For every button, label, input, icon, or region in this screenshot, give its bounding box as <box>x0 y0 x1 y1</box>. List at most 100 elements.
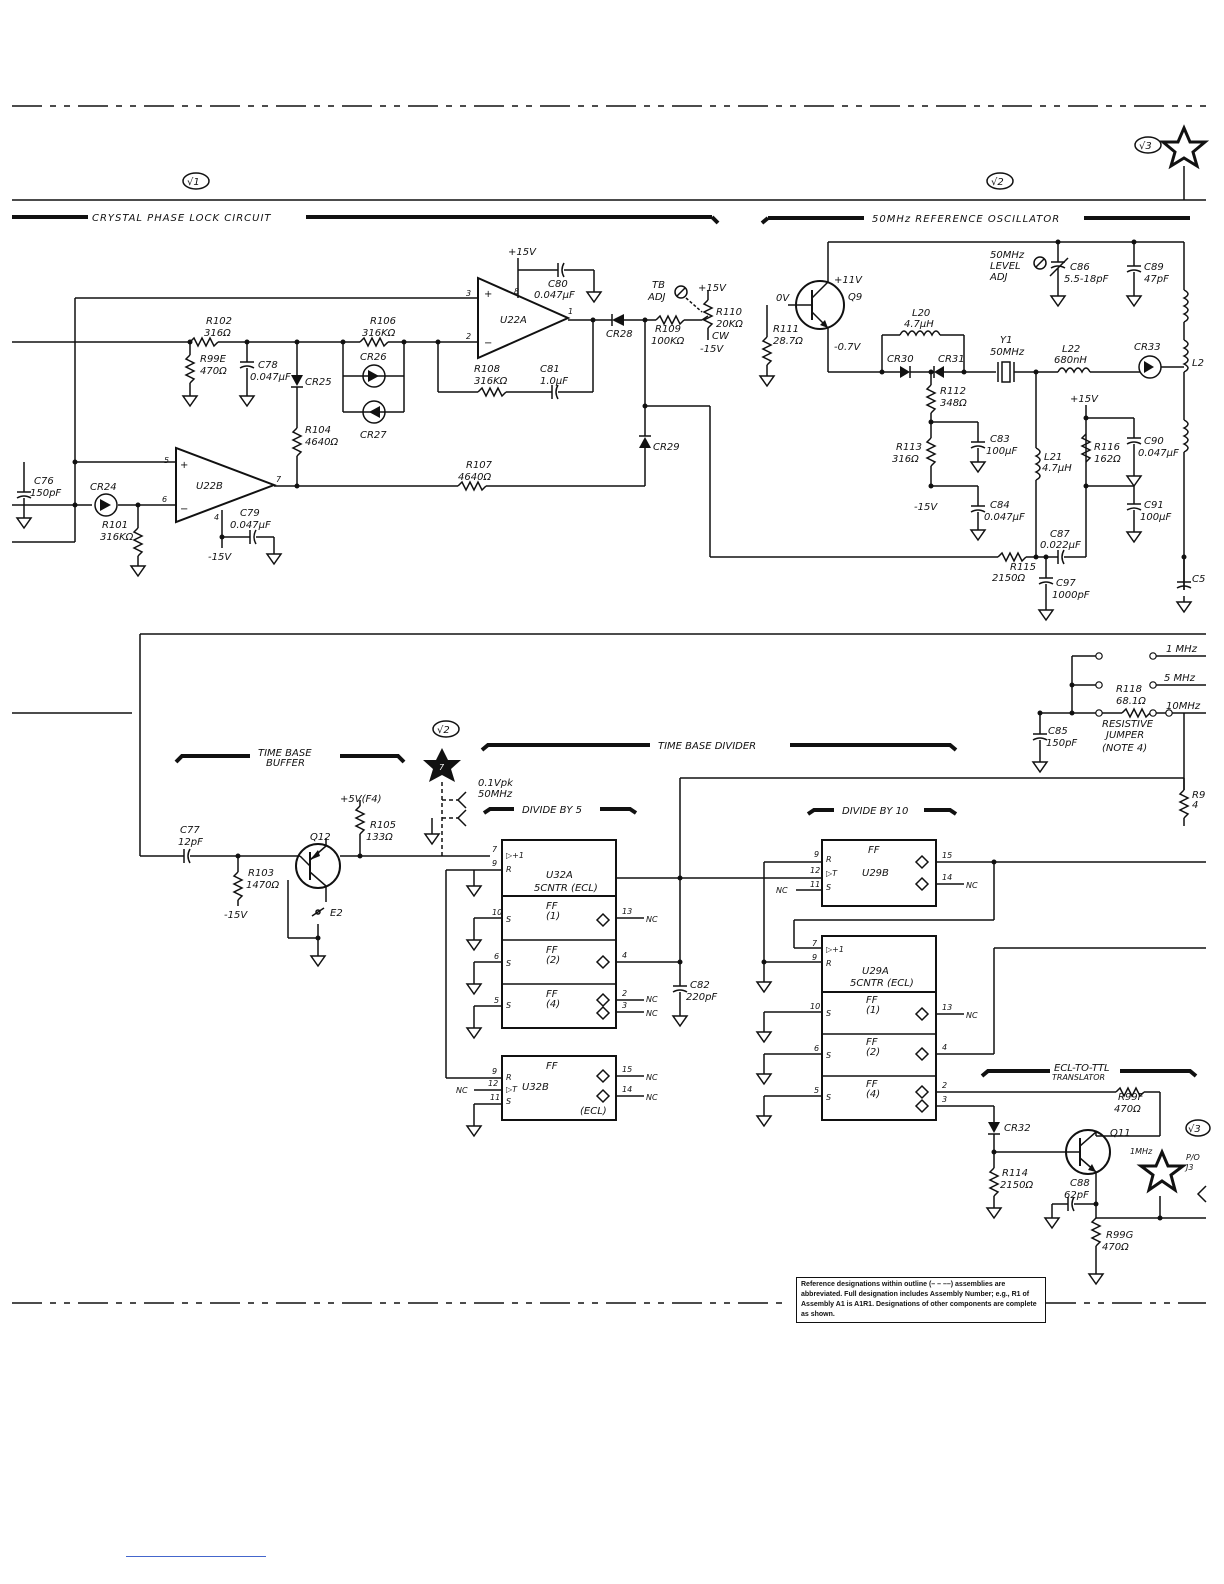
svg-text:+15V: +15V <box>698 283 727 294</box>
svg-text:U22A: U22A <box>500 315 527 326</box>
svg-text:C89: C89 <box>1144 262 1164 273</box>
reference-osc-title: 50MHz REFERENCE OSCILLATOR <box>872 214 1060 225</box>
svg-text:-15V: -15V <box>224 910 248 921</box>
svg-text:0.022μF: 0.022μF <box>1040 540 1081 551</box>
svg-text:S: S <box>506 1001 511 1010</box>
svg-text:4: 4 <box>942 1043 947 1052</box>
svg-text:-15V: -15V <box>914 502 938 513</box>
svg-text:(NOTE 4): (NOTE 4) <box>1102 743 1147 754</box>
svg-text:FF: FF <box>866 1037 878 1048</box>
svg-text:+5V(F4): +5V(F4) <box>340 794 382 805</box>
svg-text:-15V: -15V <box>208 552 232 563</box>
svg-text:47pF: 47pF <box>1144 274 1169 285</box>
svg-text:3: 3 <box>466 289 471 298</box>
svg-text:R9: R9 <box>1192 790 1205 801</box>
svg-text:L20: L20 <box>912 308 930 319</box>
svg-text:C85: C85 <box>1048 726 1068 737</box>
section-header-crystal-phase-lock: CRYSTAL PHASE LOCK CIRCUIT <box>12 213 720 225</box>
svg-text:NC: NC <box>646 1093 658 1102</box>
svg-text:R99F: R99F <box>1118 1092 1144 1103</box>
opamp-u22b: U22B +− 56 74 <box>162 446 282 524</box>
svg-text:316Ω: 316Ω <box>204 328 231 339</box>
section-header-time-base-buffer: TIME BASE BUFFER <box>174 748 406 769</box>
transistor-q11: Q11 <box>1065 1128 1131 1175</box>
svg-text:CR32: CR32 <box>1004 1123 1031 1134</box>
svg-text:CR25: CR25 <box>305 377 332 388</box>
svg-text:470Ω: 470Ω <box>200 366 227 377</box>
svg-text:7: 7 <box>492 845 498 854</box>
svg-text:7: 7 <box>812 939 818 948</box>
svg-text:1000pF: 1000pF <box>1052 590 1090 601</box>
svg-text:14: 14 <box>622 1085 632 1094</box>
svg-text:S: S <box>826 883 831 892</box>
svg-text:1 MHz: 1 MHz <box>1166 644 1198 655</box>
svg-text:R: R <box>506 1073 512 1082</box>
svg-text:L21: L21 <box>1044 452 1062 463</box>
svg-text:CR33: CR33 <box>1134 342 1161 353</box>
svg-text:9: 9 <box>812 953 817 962</box>
svg-text:RESISTIVE: RESISTIVE <box>1102 719 1154 730</box>
svg-text:62pF: 62pF <box>1064 1190 1089 1201</box>
svg-text:C77: C77 <box>180 825 200 836</box>
svg-text:50MHz: 50MHz <box>478 789 513 800</box>
svg-text:R103: R103 <box>248 868 274 879</box>
svg-text:68.1Ω: 68.1Ω <box>1116 696 1146 707</box>
svg-text:(4): (4) <box>546 999 560 1010</box>
svg-text:2: 2 <box>622 989 627 998</box>
svg-text:316Ω: 316Ω <box>892 454 919 465</box>
svg-text:R: R <box>826 959 832 968</box>
svg-text:S: S <box>506 959 511 968</box>
transistor-q12: Q12 <box>295 832 341 889</box>
svg-text:100KΩ: 100KΩ <box>651 336 685 347</box>
svg-text:C90: C90 <box>1144 436 1164 447</box>
svg-text:CR31: CR31 <box>938 354 965 365</box>
svg-text:0V: 0V <box>776 293 790 304</box>
svg-text:FF: FF <box>866 1079 878 1090</box>
svg-text:10: 10 <box>810 1002 820 1011</box>
svg-text:0.047μF: 0.047μF <box>1138 448 1179 459</box>
svg-text:3: 3 <box>622 1001 627 1010</box>
svg-text:5: 5 <box>494 996 499 1005</box>
svg-text:100μF: 100μF <box>1140 512 1171 523</box>
svg-text:JUMPER: JUMPER <box>1104 730 1144 741</box>
svg-text:13: 13 <box>942 1003 952 1012</box>
svg-text:316KΩ: 316KΩ <box>362 328 396 339</box>
svg-text:10: 10 <box>492 908 502 917</box>
svg-text:12: 12 <box>810 866 820 875</box>
svg-text:S: S <box>826 1009 831 1018</box>
svg-text:NC: NC <box>966 881 978 890</box>
svg-text:C87: C87 <box>1050 529 1070 540</box>
svg-text:4.7μH: 4.7μH <box>904 319 934 330</box>
svg-text:NC: NC <box>646 995 658 1004</box>
svg-text:U29B: U29B <box>862 868 889 879</box>
svg-text:TIME BASE DIVIDER: TIME BASE DIVIDER <box>658 741 756 752</box>
svg-text:133Ω: 133Ω <box>366 832 393 843</box>
svg-text:C76: C76 <box>34 476 54 487</box>
svg-text:R113: R113 <box>896 442 922 453</box>
svg-text:R: R <box>826 855 832 864</box>
svg-text:-0.7V: -0.7V <box>834 342 862 353</box>
svg-text:CR30: CR30 <box>887 354 914 365</box>
svg-text:P/O: P/O <box>1186 1153 1200 1162</box>
svg-text:0.047μF: 0.047μF <box>250 372 291 383</box>
svg-text:J3: J3 <box>1184 1163 1193 1172</box>
svg-text:(4): (4) <box>866 1089 880 1100</box>
reference-designation-note: Reference designations within outline (–… <box>796 1277 1046 1323</box>
section-header-reference-osc: 50MHz REFERENCE OSCILLATOR <box>760 214 1190 225</box>
svg-text:CR24: CR24 <box>90 482 117 493</box>
svg-text:S: S <box>506 915 511 924</box>
svg-text:C5: C5 <box>1192 574 1205 585</box>
svg-text:0.047μF: 0.047μF <box>230 520 271 531</box>
check-point-v2b: √2 <box>432 720 460 738</box>
svg-text:R: R <box>506 865 512 874</box>
svg-text:C81: C81 <box>540 364 560 375</box>
svg-text:1MHz: 1MHz <box>1130 1147 1153 1156</box>
svg-text:R99G: R99G <box>1106 1230 1134 1241</box>
svg-text:+15V: +15V <box>508 247 537 258</box>
svg-text:4640Ω: 4640Ω <box>458 472 491 483</box>
section-header-time-base-divider: TIME BASE DIVIDER <box>480 741 958 752</box>
svg-text:0.047μF: 0.047μF <box>534 290 575 301</box>
svg-text:C80: C80 <box>548 279 568 290</box>
svg-text:162Ω: 162Ω <box>1094 454 1121 465</box>
svg-text:Q9: Q9 <box>848 292 862 303</box>
